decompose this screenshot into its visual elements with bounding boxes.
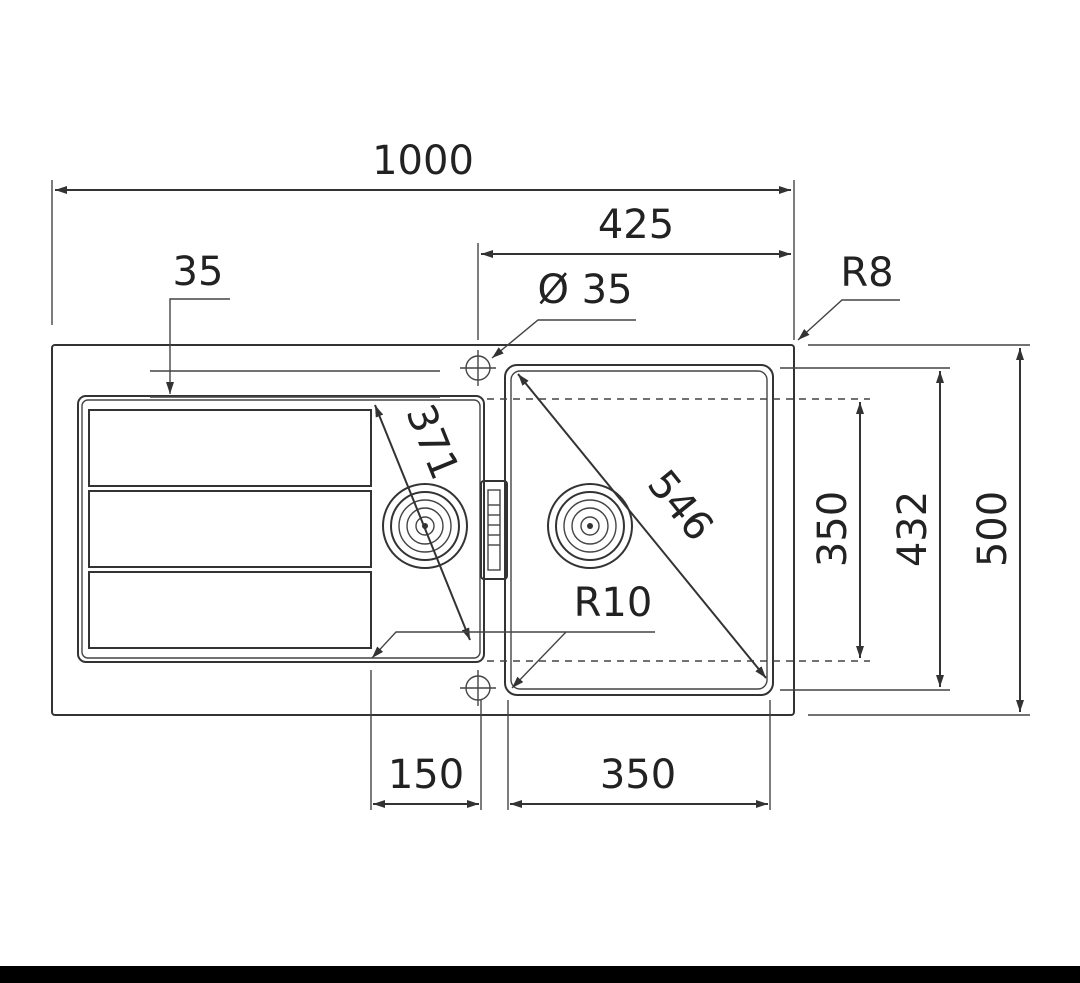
dim-drainer-inset: 35 bbox=[173, 249, 224, 295]
dim-bowl-width: 350 bbox=[600, 752, 676, 798]
dim-bowl-depth: 350 bbox=[810, 491, 856, 567]
drainer-rib-3 bbox=[88, 571, 372, 649]
bowl-waste-icon bbox=[547, 483, 633, 569]
dim-overall-depth: 500 bbox=[970, 491, 1016, 567]
drainer-rib-1 bbox=[88, 409, 372, 487]
dim-tap-hole: Ø 35 bbox=[537, 267, 632, 313]
overflow-icon bbox=[480, 480, 508, 580]
drainer-waste-icon bbox=[382, 483, 468, 569]
dim-drainer-diagonal: 371 bbox=[396, 398, 467, 486]
drainer-rib-2 bbox=[88, 490, 372, 568]
dim-bowl-radius: R10 bbox=[574, 580, 653, 626]
dim-overall-width: 1000 bbox=[372, 138, 474, 184]
sink-outline bbox=[51, 344, 795, 716]
tap-hole-bottom-icon bbox=[460, 670, 496, 706]
main-bowl bbox=[504, 364, 774, 696]
dim-inner-depth: 432 bbox=[890, 491, 936, 567]
dim-bowl-section-width: 425 bbox=[598, 202, 674, 248]
bottom-bar bbox=[0, 966, 1080, 983]
dim-corner-radius: R8 bbox=[840, 250, 893, 296]
extension-lines bbox=[51, 180, 1030, 810]
dim-drainer-waste-offset: 150 bbox=[388, 752, 464, 798]
tap-hole-top-icon bbox=[460, 350, 496, 386]
dimension-lines bbox=[55, 186, 1024, 808]
